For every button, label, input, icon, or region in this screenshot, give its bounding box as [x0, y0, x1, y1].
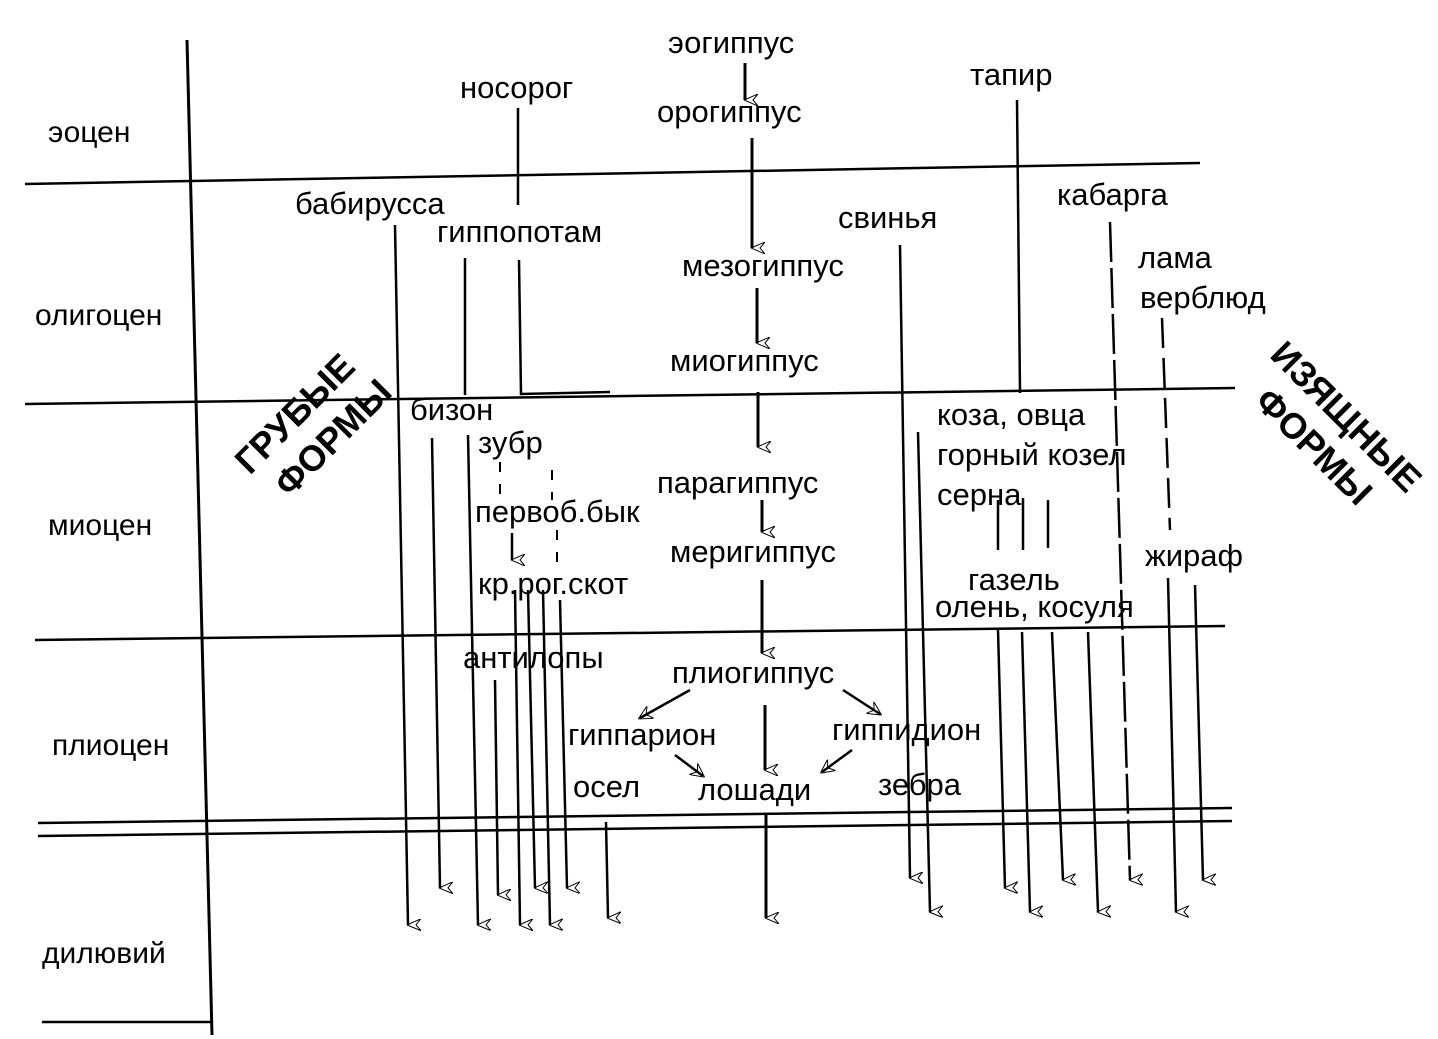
arrow-goat-1: [996, 629, 1005, 888]
line-tapir: [1015, 99, 1022, 394]
line-hippopotamus-miocene: [517, 259, 611, 396]
arrow-giraffe-1: [1166, 577, 1176, 912]
label-orohippus: орогиппус: [657, 94, 802, 129]
arrow-cattle-2: [526, 589, 535, 888]
label-pig: свинья: [838, 200, 937, 235]
label-ibex: горный козел: [937, 437, 1126, 472]
label-giraffe: жираф: [1145, 538, 1243, 573]
era-boundary-miocene-pliocene: [34, 624, 1226, 642]
arrow-antelopes: [493, 679, 498, 895]
arrow-cattle-1: [513, 589, 520, 925]
label-pliohippus: плиогиппус: [672, 655, 834, 690]
label-antelopes: антилопы: [463, 640, 604, 675]
arrow-zebra-pig: [916, 431, 930, 912]
label-wisent: зубр: [478, 425, 543, 460]
time-axis: [185, 39, 214, 1036]
arrow-babirusa: [393, 224, 408, 925]
label-mesohippus: мезогиппус: [682, 248, 844, 283]
era-boundary-pliocene-present-2: [37, 819, 1233, 838]
arrow-hipparion-horses: [674, 754, 703, 776]
label-deer-roe: олень, косуля: [935, 589, 1134, 624]
arrow-goat-2: [1020, 631, 1030, 912]
graceful-forms-label: ИЗЯЩНЫЕ ФОРМЫ: [1247, 333, 1430, 513]
arrow-hippidion-horses: [822, 748, 853, 772]
arrow-pliohippus-hippidion: [842, 688, 880, 714]
coarse-forms-label: ГРУБЫЕ ФОРМЫ: [227, 345, 400, 504]
arrow-llama-camel: [1160, 317, 1172, 531]
label-llama: лама: [1138, 240, 1213, 275]
arrow-deer: [1086, 631, 1098, 912]
era-label-pliocene: плиоцен: [52, 729, 169, 762]
label-goat-sheep: коза, овца: [937, 397, 1086, 432]
label-hipparion: гиппарион: [568, 717, 716, 752]
label-tapir: тапир: [970, 57, 1052, 92]
arrow-musk-deer: [1108, 221, 1130, 880]
label-gazelle: газель: [968, 562, 1060, 597]
era-label-oligocene: олигоцен: [35, 299, 162, 332]
label-zebra: зебра: [878, 767, 962, 802]
label-musk-deer: кабарга: [1057, 177, 1169, 212]
label-eohippus: эогиппус: [668, 25, 794, 60]
label-rhinoceros: носорог: [460, 70, 573, 105]
label-donkey: осел: [573, 769, 640, 804]
arrow-bison: [430, 437, 440, 888]
arrow-wisent: [466, 434, 478, 925]
era-boundary-eocene-oligocene: [24, 161, 1201, 186]
label-chamois: серна: [937, 477, 1022, 512]
arrow-donkey: [604, 821, 608, 918]
arrow-goat-3: [1050, 631, 1063, 880]
label-parahippus: парагиппус: [657, 465, 818, 500]
label-bison: бизон: [410, 392, 493, 427]
label-merychippus: меригиппус: [670, 534, 836, 569]
label-aurochs: первоб.бык: [475, 494, 640, 529]
era-label-eocene: эоцен: [48, 116, 130, 149]
label-horses: лошади: [698, 772, 811, 807]
arrow-pliohippus-hipparion: [640, 688, 691, 718]
era-boundary-pliocene-present-1: [37, 806, 1233, 825]
arrow-cattle-3: [541, 589, 550, 925]
arrow-pig: [898, 244, 910, 878]
era-label-miocene: миоцен: [48, 509, 152, 542]
era-label-diluvium: дилювий: [42, 937, 166, 970]
label-babirusa: бабирусса: [295, 186, 445, 221]
arrow-giraffe-2: [1193, 584, 1203, 880]
label-camel: верблюд: [1140, 280, 1266, 315]
arrow-cattle-4: [558, 599, 567, 888]
label-hippopotamus: гиппопотам: [437, 214, 602, 249]
label-miohippus: миогиппус: [670, 343, 819, 378]
label-cattle: кр.рог.скот: [478, 566, 628, 601]
era-boundary-oligocene-miocene: [24, 386, 1236, 406]
